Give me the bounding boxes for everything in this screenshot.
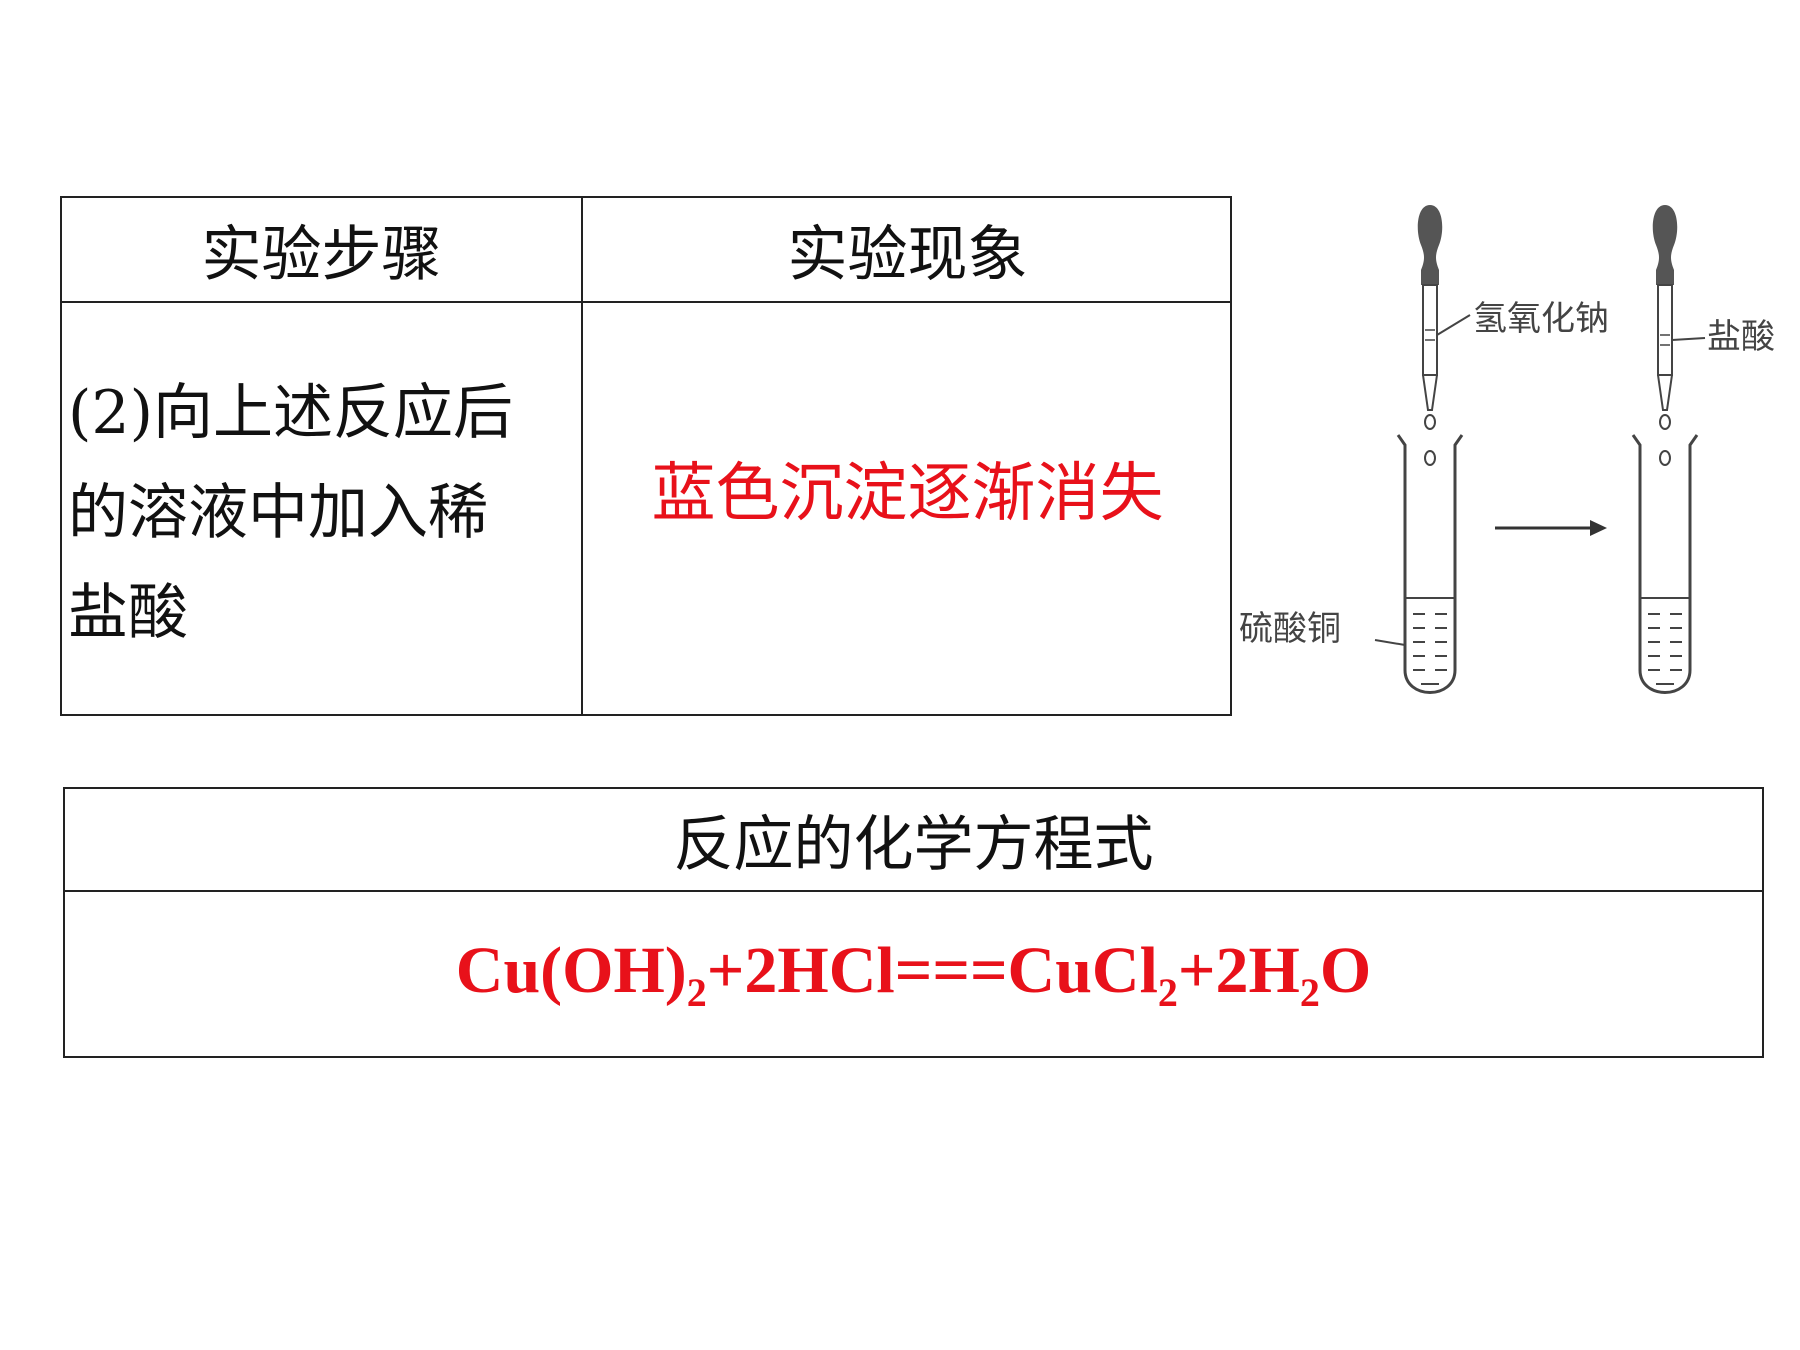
step-cell: (2)向上述反应后 的溶液中加入稀 盐酸	[68, 363, 578, 663]
equation-header-divider	[65, 890, 1762, 892]
header-step: 实验步骤	[201, 220, 442, 290]
test-tube-illustration: 氢氧化钠 硫酸铜 盐酸	[1239, 205, 1775, 694]
eq-sub-3: 2	[1299, 969, 1320, 1015]
experiment-table: 实验步骤 实验现象 (2)向上述反应后 的溶液中加入稀 盐酸 蓝色沉淀逐渐消失	[60, 196, 1232, 716]
dropper-left	[1417, 205, 1471, 430]
step-line-1: (2)向上述反应后	[68, 378, 513, 448]
step-line-2: 的溶液中加入稀	[68, 478, 488, 548]
phenomenon-cell: 蓝色沉淀逐渐消失	[583, 438, 1232, 538]
test-tube-right	[1631, 434, 1699, 694]
header-divider	[62, 301, 1230, 303]
column-divider	[581, 198, 583, 714]
equation-table: 反应的化学方程式 Cu(OH)2+2HCl===CuCl2+2H2O	[63, 787, 1764, 1058]
equation-header: 反应的化学方程式	[673, 810, 1154, 880]
eq-part-2: +2HCl===CuCl	[706, 933, 1158, 1007]
eq-sub-2: 2	[1157, 969, 1178, 1015]
label-naoh: 氢氧化钠	[1473, 299, 1609, 339]
arrow-icon	[1495, 520, 1607, 536]
phenomenon-text: 蓝色沉淀逐渐消失	[651, 457, 1164, 531]
chemical-equation: Cu(OH)2+2HCl===CuCl2+2H2O	[456, 933, 1371, 1016]
label-cuso4: 硫酸铜	[1239, 609, 1341, 649]
eq-part-1: Cu(OH)	[455, 933, 687, 1007]
eq-part-3: +2H	[1177, 933, 1300, 1007]
eq-part-4: O	[1319, 933, 1372, 1007]
equation-cell: Cu(OH)2+2HCl===CuCl2+2H2O	[65, 892, 1762, 1056]
header-phenomenon: 实验现象	[787, 220, 1028, 290]
test-tube-left	[1374, 434, 1464, 694]
eq-sub-1: 2	[686, 969, 707, 1015]
dropper-right	[1652, 205, 1706, 430]
step-line-3: 盐酸	[68, 578, 188, 648]
label-hcl: 盐酸	[1707, 317, 1775, 357]
